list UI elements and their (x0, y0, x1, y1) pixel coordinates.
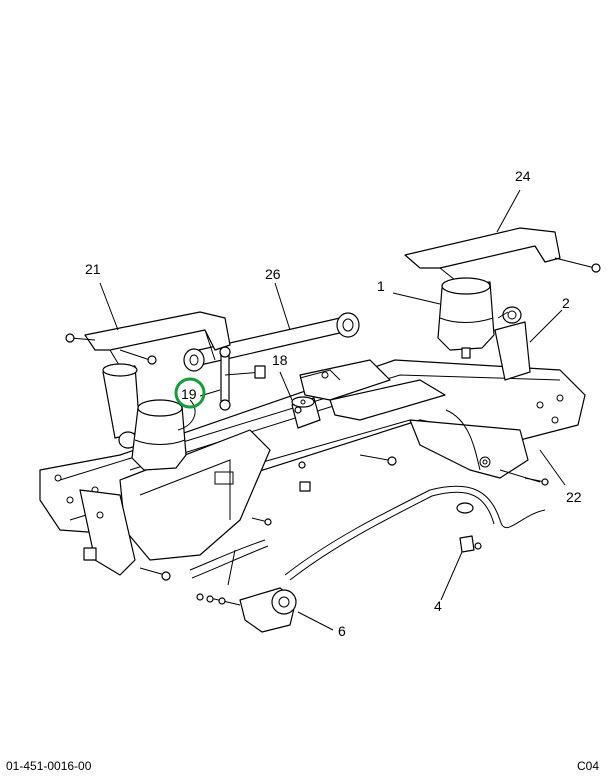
callout-22: 22 (566, 489, 582, 505)
height-control-linkage (219, 346, 266, 411)
left-upper-bracket (65, 311, 231, 376)
right-upper-bracket (404, 227, 601, 281)
callout-24: 24 (515, 168, 531, 184)
fasteners (83, 406, 549, 581)
callout-6: 6 (338, 623, 346, 639)
air-lines (189, 409, 546, 586)
sheet-code: C04 (577, 759, 599, 773)
callout-26: 26 (265, 266, 281, 282)
callout-2: 2 (562, 295, 570, 311)
spacer-block (291, 396, 321, 429)
right-frame-bracket (409, 419, 541, 483)
drawing-number: 01-451-0016-00 (6, 759, 92, 773)
left-air-spring (131, 399, 196, 471)
height-control-valve (196, 587, 297, 633)
cross-member (299, 359, 446, 421)
right-air-spring (437, 277, 495, 359)
callout-21: 21 (85, 261, 101, 277)
highlight-ring-19 (174, 377, 206, 409)
callout-18: 18 (272, 352, 288, 368)
right-shock-absorber (494, 306, 531, 381)
callout-4: 4 (434, 598, 442, 614)
callout-19: 19 (181, 386, 197, 402)
callout-1: 1 (377, 278, 385, 294)
left-shock-absorber (102, 363, 141, 449)
